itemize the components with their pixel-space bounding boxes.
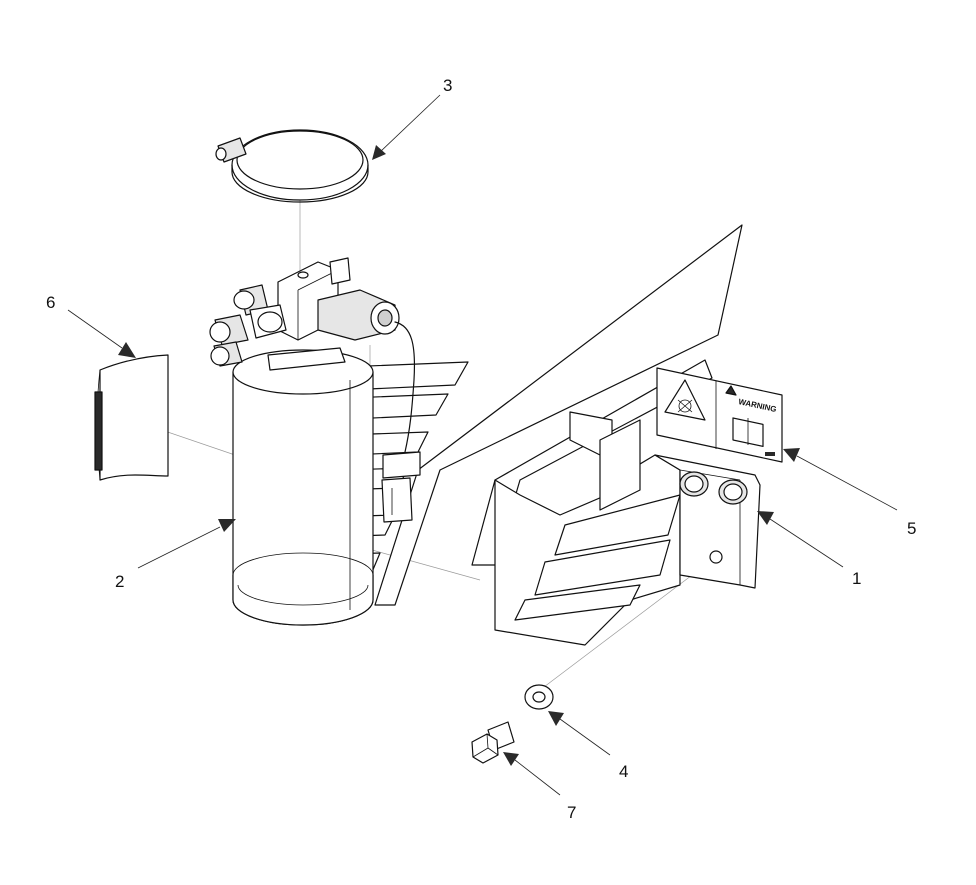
leader-7 xyxy=(503,752,561,796)
callout-4: 4 xyxy=(619,762,628,781)
bracket-bolt-a xyxy=(679,471,709,497)
hose-clamp xyxy=(215,129,369,203)
leader-5 xyxy=(783,448,898,511)
bracket-bolt-b xyxy=(718,479,748,505)
callout-6: 6 xyxy=(46,293,55,312)
cap-screw xyxy=(471,721,515,764)
receiver-drier xyxy=(209,257,421,626)
callout-7: 7 xyxy=(567,803,576,822)
callout-2: 2 xyxy=(115,572,124,591)
insulating-pad xyxy=(94,354,169,481)
leader-2 xyxy=(137,519,236,569)
leader-1 xyxy=(757,511,844,568)
leader-4 xyxy=(548,711,611,756)
callout-1: 1 xyxy=(852,569,861,588)
callout-3: 3 xyxy=(443,76,452,95)
leader-6 xyxy=(67,309,136,358)
washer xyxy=(524,684,554,710)
warning-decal: WARNING xyxy=(656,367,783,463)
leader-3 xyxy=(372,94,441,160)
callout-5: 5 xyxy=(907,519,916,538)
mounting-bracket xyxy=(494,411,761,646)
